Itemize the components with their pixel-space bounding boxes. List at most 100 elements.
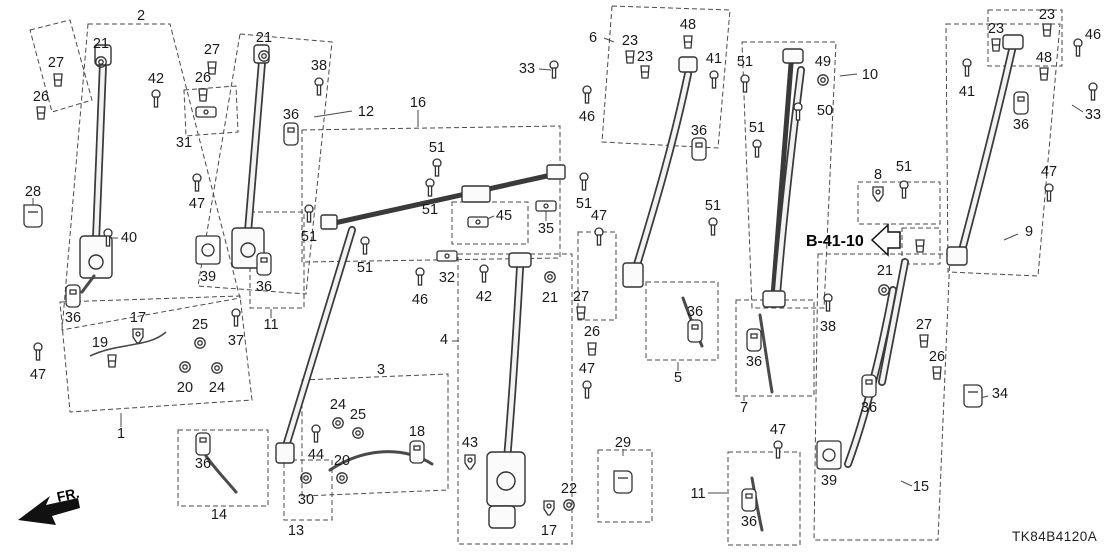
bolt-icon xyxy=(311,424,321,443)
group-box xyxy=(451,201,529,245)
seatbelt-assembly-bottom-right xyxy=(844,258,909,468)
callout-39: 39 xyxy=(200,269,216,285)
clip-icon xyxy=(640,65,650,79)
callout-40: 40 xyxy=(121,230,137,246)
callout-13: 13 xyxy=(288,523,304,539)
callout-32: 32 xyxy=(439,270,455,286)
callout-20: 20 xyxy=(177,380,193,396)
bolt-icon xyxy=(962,58,972,77)
callout-36: 36 xyxy=(283,107,299,123)
group-box xyxy=(645,281,719,361)
group-box xyxy=(183,85,239,137)
ring-icon xyxy=(332,417,344,429)
dashed-group-boxes xyxy=(29,5,1063,546)
callout-8: 8 xyxy=(874,167,882,183)
clip-icon xyxy=(1042,23,1052,37)
bolt-icon xyxy=(314,77,324,96)
callout-36: 36 xyxy=(256,279,272,295)
group-box xyxy=(457,253,573,545)
callout-48: 48 xyxy=(680,17,696,33)
bolt-icon xyxy=(192,173,202,192)
callout-31: 31 xyxy=(176,135,192,151)
callout-12: 12 xyxy=(358,104,374,120)
callout-23: 23 xyxy=(637,49,653,65)
front-label: FR. xyxy=(55,485,80,505)
ring-icon xyxy=(544,271,556,283)
buckle-icon xyxy=(741,488,757,512)
ring-icon xyxy=(563,499,575,511)
callout-51: 51 xyxy=(429,140,445,156)
callout-23: 23 xyxy=(1039,7,1055,23)
callout-47: 47 xyxy=(770,422,786,438)
callout-46: 46 xyxy=(1085,27,1101,43)
callout-11: 11 xyxy=(263,317,278,333)
callout-51: 51 xyxy=(357,260,373,276)
callout-51: 51 xyxy=(896,159,912,175)
bolt-icon xyxy=(773,440,783,459)
ring-icon xyxy=(211,362,223,374)
callout-5: 5 xyxy=(674,370,682,386)
callout-41: 41 xyxy=(706,51,722,67)
callout-26: 26 xyxy=(195,70,211,86)
reference-arrow-icon xyxy=(870,223,901,257)
bolt-icon xyxy=(304,204,314,223)
callout-23: 23 xyxy=(622,33,638,49)
buckle-icon xyxy=(256,252,272,276)
bolt-icon xyxy=(582,85,592,104)
clip-icon xyxy=(198,88,208,102)
callout-41: 41 xyxy=(959,84,975,100)
callout-27: 27 xyxy=(204,42,220,58)
callout-25: 25 xyxy=(192,317,208,333)
callout-36: 36 xyxy=(746,354,762,370)
buckle-icon xyxy=(691,137,707,161)
bolt-icon xyxy=(1073,38,1083,57)
retractor-icon xyxy=(195,235,221,265)
buckle-icon xyxy=(861,374,877,398)
buckle-icon xyxy=(746,328,762,352)
callout-47: 47 xyxy=(189,196,205,212)
callout-21: 21 xyxy=(93,36,109,52)
group-box xyxy=(813,253,951,541)
callout-42: 42 xyxy=(148,71,164,87)
group-box xyxy=(601,5,731,149)
lower-anchor xyxy=(275,442,295,464)
callout-51: 51 xyxy=(422,202,438,218)
callout-51: 51 xyxy=(705,198,721,214)
callout-27: 27 xyxy=(48,55,64,71)
callout-47: 47 xyxy=(591,208,607,224)
callout-49: 49 xyxy=(815,54,831,70)
diagram-code-label: TK84B4120A xyxy=(1012,529,1097,544)
callout-21: 21 xyxy=(256,30,272,46)
bolt-icon xyxy=(579,172,589,191)
callout-24: 24 xyxy=(209,380,225,396)
buckle-icon xyxy=(1013,91,1029,115)
bolt-icon xyxy=(549,60,559,79)
bolt-icon xyxy=(151,89,161,108)
callout-39: 39 xyxy=(821,473,837,489)
group-box xyxy=(901,227,941,265)
plate-icon xyxy=(535,200,557,212)
cover-icon xyxy=(963,384,983,408)
front-direction: FR. xyxy=(18,485,81,525)
callout-50: 50 xyxy=(817,103,833,119)
callout-36: 36 xyxy=(691,123,707,139)
callout-26: 26 xyxy=(33,89,49,105)
cover-icon xyxy=(613,470,633,494)
callout-29: 29 xyxy=(615,435,631,451)
callout-21: 21 xyxy=(542,290,558,306)
callout-24: 24 xyxy=(330,397,346,413)
group-box xyxy=(29,19,93,113)
bolt-icon xyxy=(1088,82,1098,101)
seatbelt-assembly-second xyxy=(231,44,270,269)
callout-16: 16 xyxy=(410,95,426,111)
callout-22: 22 xyxy=(561,481,577,497)
clip-icon xyxy=(1039,67,1049,81)
callout-38: 38 xyxy=(820,319,836,335)
bolt-icon xyxy=(425,178,435,197)
callout-51: 51 xyxy=(749,120,765,136)
callout-37: 37 xyxy=(228,333,244,349)
plate-icon xyxy=(195,106,217,118)
callout-36: 36 xyxy=(687,304,703,320)
buckle-icon xyxy=(687,319,703,343)
callout-47: 47 xyxy=(30,367,46,383)
